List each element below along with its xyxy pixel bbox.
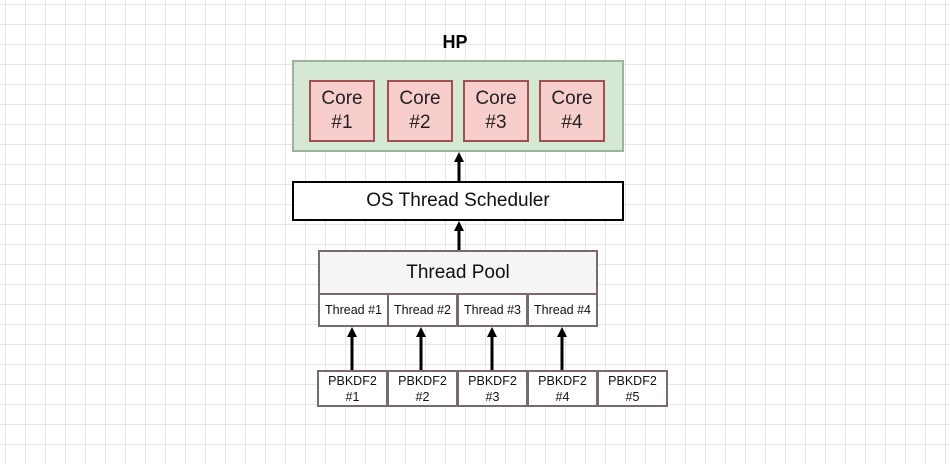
core-label: Core [321,88,363,109]
task-label: PBKDF2 [538,373,587,388]
core-number: #2 [409,112,431,133]
pbkdf2-task: PBKDF2 #5 [597,370,668,407]
task-number: #1 [345,389,360,404]
pbkdf2-task: PBKDF2 #3 [457,370,528,407]
core-number: #3 [485,112,507,133]
pbkdf2-task: PBKDF2 #4 [527,370,598,407]
os-thread-scheduler: OS Thread Scheduler [292,181,624,221]
task-label: PBKDF2 [328,373,377,388]
thread-box: Thread #2 [387,293,458,327]
core-box: Core #4 [539,80,605,142]
core-label: Core [475,88,517,109]
task-number: #5 [625,389,640,404]
task-number: #2 [415,389,430,404]
core-number: #1 [331,112,353,133]
core-label: Core [399,88,441,109]
pbkdf2-task: PBKDF2 #1 [317,370,388,407]
task-number: #3 [485,389,500,404]
thread-box: Thread #1 [318,293,389,327]
core-box: Core #3 [463,80,529,142]
hp-title: HP [442,32,468,52]
thread-box: Thread #3 [457,293,528,327]
task-label: PBKDF2 [468,373,517,388]
thread-pool-header: Thread Pool [318,250,598,294]
task-label: PBKDF2 [608,373,657,388]
core-box: Core #2 [387,80,453,142]
task-number: #4 [555,389,570,404]
thread-box: Thread #4 [527,293,598,327]
core-box: Core #1 [309,80,375,142]
core-number: #4 [561,112,583,133]
task-label: PBKDF2 [398,373,447,388]
core-label: Core [551,88,593,109]
